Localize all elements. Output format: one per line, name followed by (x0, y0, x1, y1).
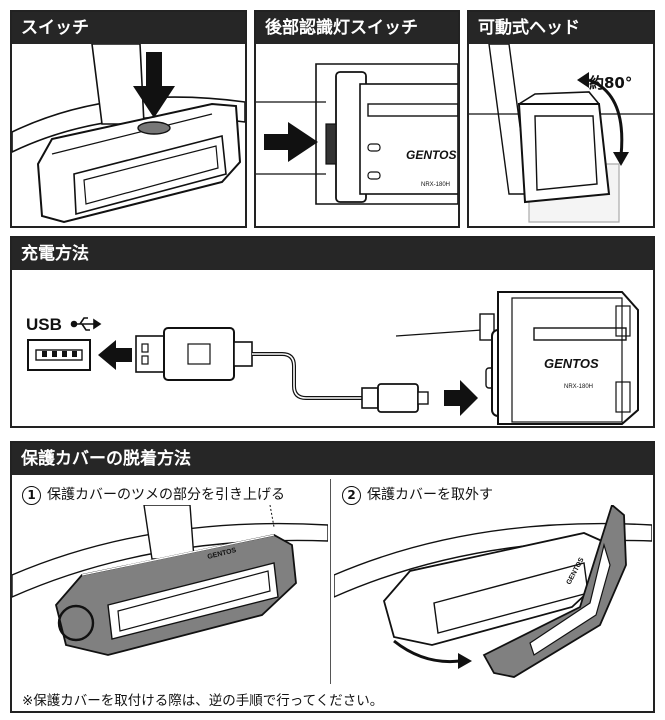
step2-text: 保護カバーを取外す (367, 487, 493, 503)
usb-port-icon (27, 339, 91, 371)
push-right-arrow (264, 122, 318, 162)
usb-label: USB (26, 315, 62, 334)
rear-brand-label: GENTOS (406, 148, 456, 162)
step2-number: 2 (342, 485, 361, 505)
step1-caption: 1 保護カバーのツメの部分を引き上げる (22, 484, 285, 505)
cover-panel: 保護カバーの脱着方法 1 保護カバーのツメの部分を引き上げる 2 保護カバーを取外す… (10, 441, 655, 713)
steps-divider (330, 479, 331, 684)
switch-panel: スイッチ (10, 10, 247, 228)
latch-highlight-circle (57, 604, 95, 642)
step2-illustration: GENTOS (333, 503, 653, 685)
rear-model-label: NRX-180H (421, 182, 450, 188)
switch-panel-title: スイッチ (12, 12, 245, 44)
remove-arrow (393, 639, 461, 664)
head-panel: 可動式ヘッド 約80° (467, 10, 655, 228)
step1-text: 保護カバーのツメの部分を引き上げる (47, 487, 285, 503)
charging-brand-label: GENTOS (544, 356, 599, 371)
switch-illustration (12, 44, 245, 226)
step2-caption: 2 保護カバーを取外す (342, 484, 493, 505)
charging-illustration: USB (12, 270, 653, 426)
rear-switch-illustration: GENTOS NRX-180H (256, 44, 458, 226)
usb-plug-icon (135, 327, 253, 381)
charging-panel-title: 充電方法 (12, 238, 653, 270)
insert-right-arrow (444, 380, 478, 416)
head-angle-label: 約80° (589, 74, 632, 92)
charging-model-label: NRX-180H (564, 384, 593, 390)
insert-left-arrow (98, 340, 132, 370)
rear-switch-panel: 後部認識灯スイッチ GENTOS NRX-180H (254, 10, 460, 228)
usb-symbol-icon (70, 317, 102, 331)
rear-switch-panel-title: 後部認識灯スイッチ (256, 12, 458, 44)
head-illustration: 約80° (469, 44, 653, 226)
headlamp-charging-port (479, 291, 639, 425)
head-panel-title: 可動式ヘッド (469, 12, 653, 44)
step1-illustration: GENTOS (12, 504, 329, 685)
micro-usb-plug-icon (361, 383, 429, 413)
charging-panel: 充電方法 USB (10, 236, 655, 428)
press-down-arrow (133, 52, 175, 118)
cover-note: ※保護カバーを取付ける際は、逆の手順で行ってください。 (22, 693, 384, 709)
step1-number: 1 (22, 485, 41, 505)
cover-panel-title: 保護カバーの脱着方法 (12, 443, 653, 475)
